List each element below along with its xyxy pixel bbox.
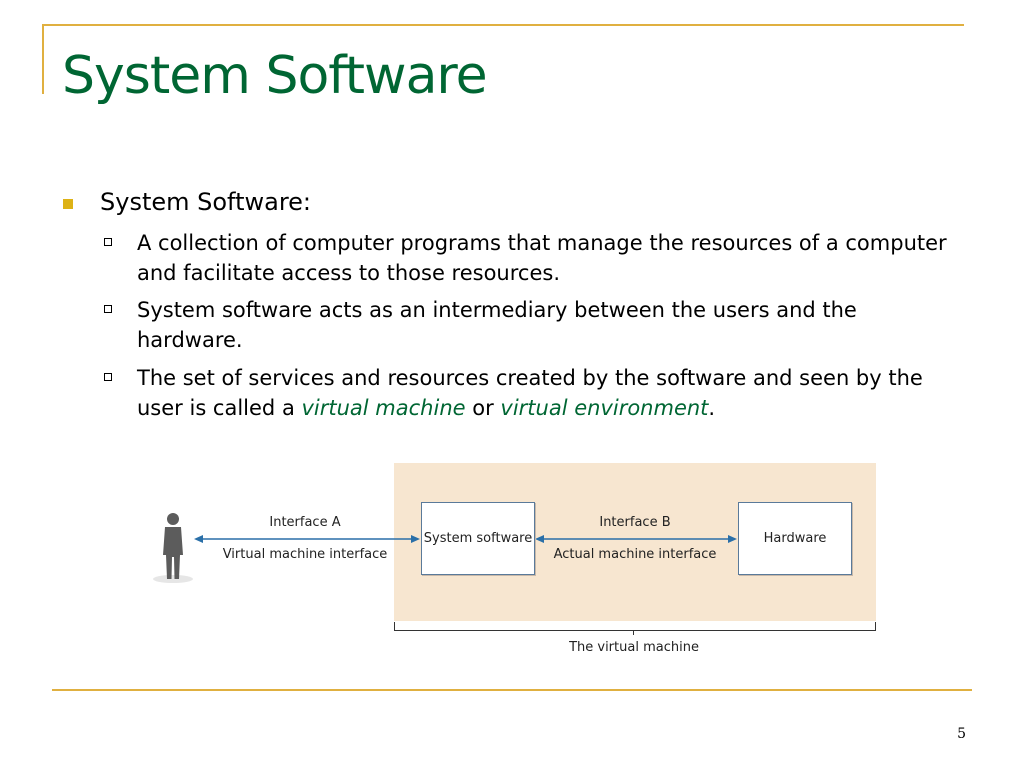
page-number: 5: [957, 726, 966, 742]
interface-b-arrow: [535, 535, 737, 543]
frame-top-line: [42, 24, 964, 26]
interface-b-sublabel: Actual machine interface: [553, 547, 717, 562]
main-bullet-heading: System Software:: [100, 188, 312, 216]
text-after: .: [708, 396, 716, 420]
sub-bullet-text: A collection of computer programs that m…: [137, 231, 947, 285]
hollow-square-bullet-icon: [104, 373, 112, 381]
text-before: The set of services and resources create…: [137, 366, 923, 420]
virtual-machine-bracket: [394, 622, 876, 631]
frame-left-line: [42, 24, 44, 94]
bracket-tip: [633, 630, 634, 635]
slide-title: System Software: [62, 46, 488, 106]
sub-bullet-text: The set of services and resources create…: [137, 363, 957, 423]
interface-a-sublabel: Virtual machine interface: [222, 547, 388, 562]
interface-a-arrow: [194, 535, 420, 543]
system-software-box: System software: [421, 502, 535, 575]
interface-a-label: Interface A: [269, 515, 341, 530]
hollow-square-bullet-icon: [104, 238, 112, 246]
sub-bullet-text: System software acts as an intermediary …: [137, 298, 857, 352]
virtual-machine-diagram: Interface A Virtual machine interface Sy…: [140, 463, 876, 677]
hardware-box: Hardware: [738, 502, 852, 575]
footer-line: [52, 689, 972, 691]
interface-b-label: Interface B: [599, 515, 671, 530]
text-between: or: [465, 396, 501, 420]
virtual-machine-label: The virtual machine: [569, 640, 699, 655]
person-icon: [153, 513, 193, 583]
emphasis-virtual-machine: virtual machine: [301, 396, 466, 420]
square-bullet-icon: [63, 199, 73, 209]
diagram-arrows: [153, 513, 737, 583]
hollow-square-bullet-icon: [104, 305, 112, 313]
emphasis-virtual-environment: virtual environment: [500, 396, 709, 420]
